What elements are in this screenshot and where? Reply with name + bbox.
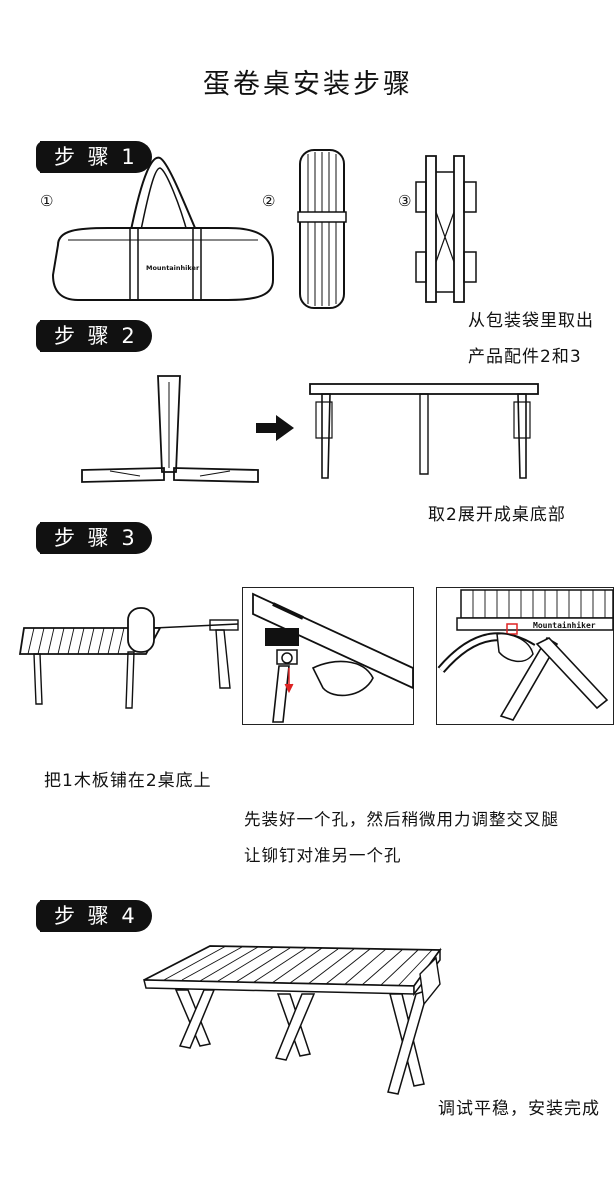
bag-brand-label: Mountainhiker (146, 264, 199, 272)
step3-caption2-line2: 让铆钉对准另一个孔 (244, 842, 402, 866)
page-title: 蛋卷桌安装步骤 (0, 62, 616, 101)
carry-bag-illustration (48, 150, 278, 310)
rivet-detail-illustration (243, 588, 413, 724)
base-unfolded-illustration (308, 382, 540, 482)
marker-3: ③ (398, 192, 411, 210)
tabletop-unrolling-illustration (20, 604, 242, 714)
step-4-badge: 步 骤 4 (40, 900, 152, 932)
detail-panel-cross-leg: Mountainhiker (436, 587, 614, 725)
step4-caption: 调试平稳，安装完成 (438, 1094, 600, 1119)
step3-caption1: 把1木板铺在2桌底上 (44, 766, 212, 791)
assembled-table-illustration (140, 944, 450, 1104)
rolled-tabletop-illustration (298, 146, 348, 316)
step-3-badge: 步 骤 3 (40, 522, 152, 554)
base-folded-illustration (80, 372, 260, 488)
step1-caption-line1: 从包装袋里取出 (468, 306, 594, 331)
step-2-badge: 步 骤 2 (40, 320, 152, 352)
frame-brand-tag: Mountainhiker (533, 621, 596, 630)
detail-panel-rivet (242, 587, 414, 725)
step2-caption: 取2展开成桌底部 (428, 500, 566, 525)
cross-leg-detail-illustration (437, 588, 613, 724)
step3-caption2-line1: 先装好一个孔，然后稍微用力调整交叉腿 (244, 806, 559, 830)
right-arrow-icon (256, 415, 296, 441)
step1-caption-line2: 产品配件2和3 (468, 342, 582, 367)
folded-frame-illustration (414, 152, 482, 314)
